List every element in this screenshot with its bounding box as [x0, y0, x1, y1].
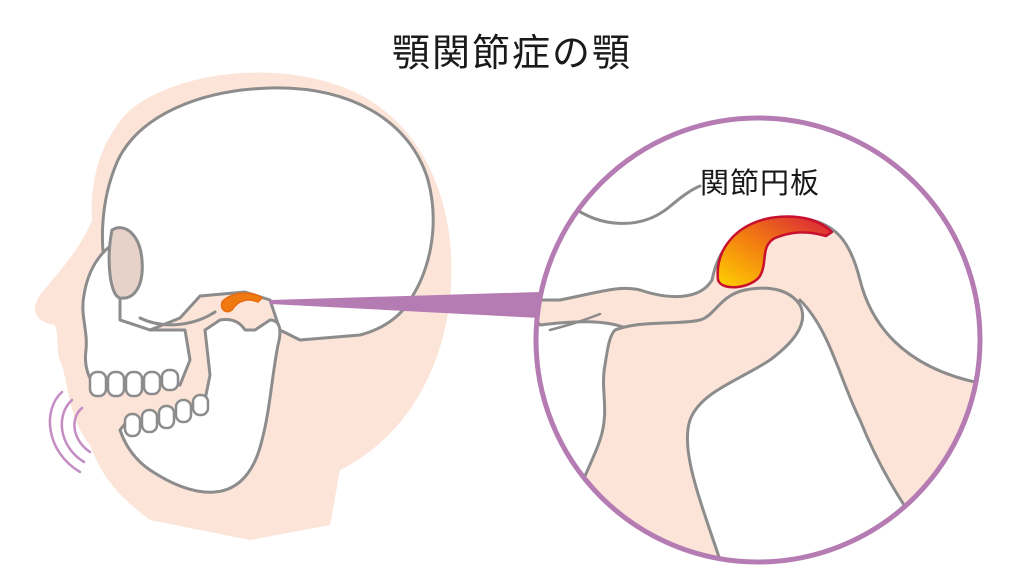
upper-teeth [88, 368, 180, 398]
eye-socket [107, 226, 144, 300]
lower-teeth [123, 393, 210, 438]
zoom-detail [536, 184, 980, 562]
mandibular-condyle [558, 286, 805, 562]
sound-waves-icon [48, 390, 92, 474]
ear-canal-line [548, 312, 602, 332]
disc-leader-line [568, 184, 702, 225]
articular-disc [716, 215, 834, 289]
zygomatic-line [138, 310, 217, 327]
disc-label: 関節円板 [700, 166, 821, 200]
page-title: 顎関節症の顎 [391, 31, 632, 75]
skull-cranium [100, 86, 435, 342]
zoom-circle [533, 115, 983, 565]
small-disc [220, 292, 264, 313]
zoom-connector [270, 292, 540, 318]
